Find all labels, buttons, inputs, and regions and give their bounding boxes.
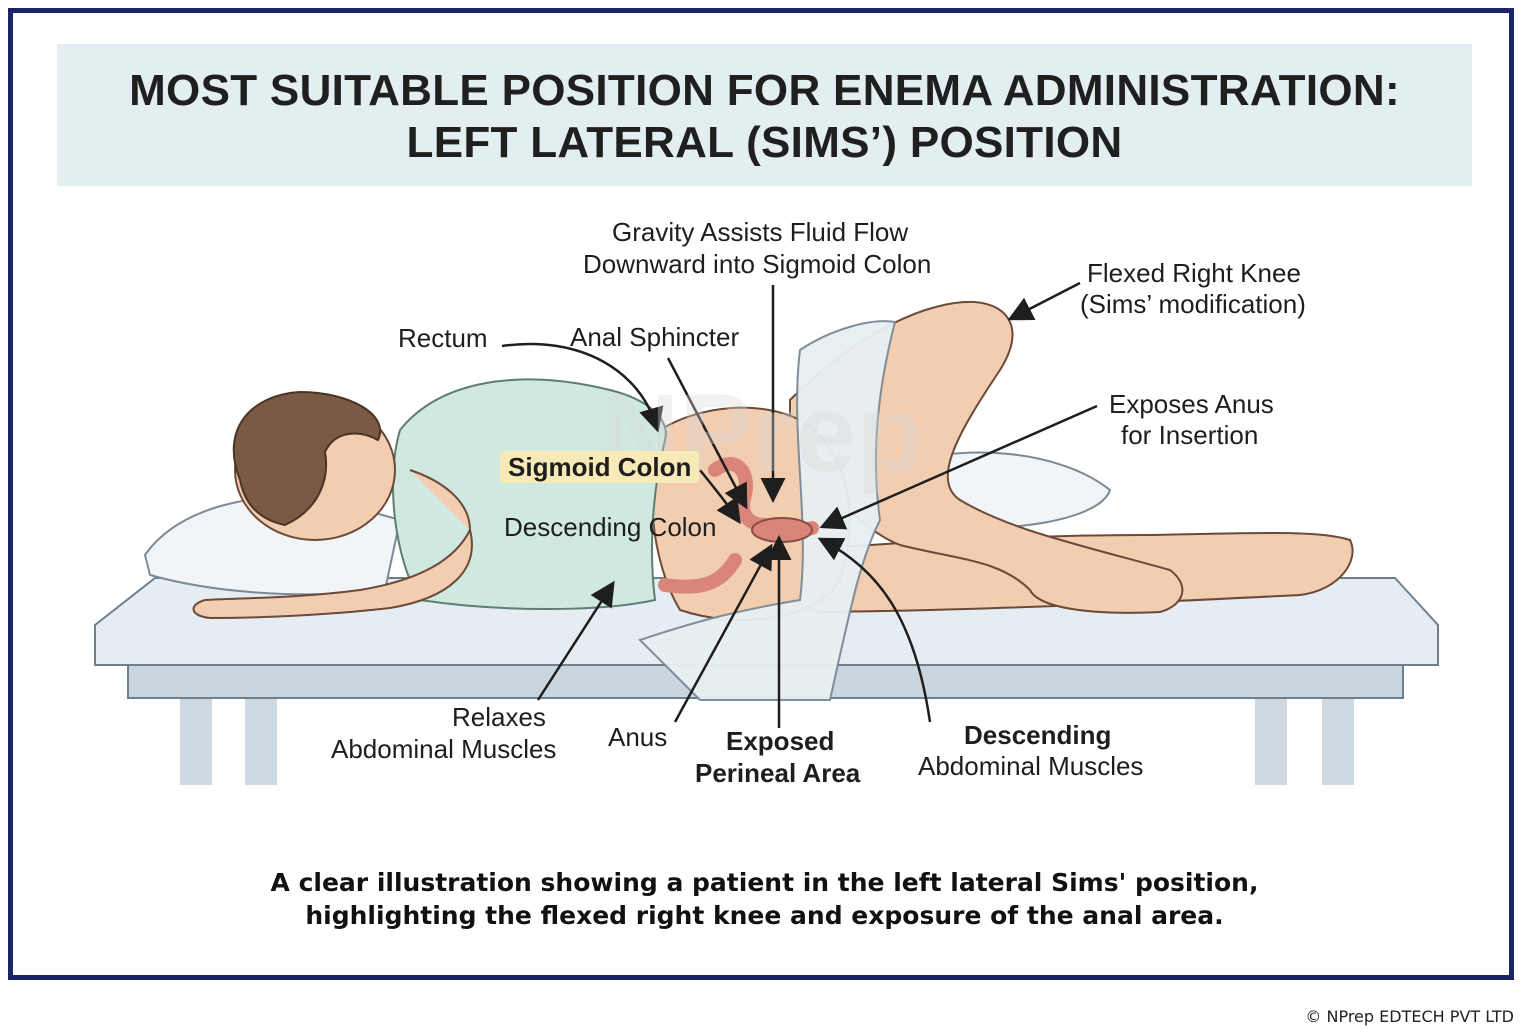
label-arrows (501, 281, 1098, 728)
label-sigmoid-colon: Sigmoid Colon (500, 451, 700, 483)
title-line-1: MOST SUITABLE POSITION FOR ENEMA ADMINIS… (129, 66, 1400, 115)
flexed-right-leg (789, 300, 1184, 614)
title-banner (57, 44, 1472, 186)
label-desc-abd-line-1: Descending (964, 720, 1112, 750)
figure-caption: A clear illustration showing a patient i… (57, 866, 1472, 932)
anal-opening (751, 517, 813, 543)
patient-head (232, 390, 396, 541)
label-exposes-line-2: for Insertion (1121, 420, 1259, 450)
label-rectum: Rectum (398, 323, 488, 353)
copyright-notice: © NPrep EDTECH PVT LTD (1305, 1007, 1514, 1026)
label-descending-colon: Descending Colon (504, 512, 717, 542)
label-desc-abd-line-2: Abdominal Muscles (918, 751, 1144, 781)
label-relaxes-line-2: Abdominal Muscles (331, 734, 557, 764)
label-knee-line-2: (Sims’ modification) (1080, 289, 1306, 319)
resting-arm (192, 469, 473, 620)
label-perineal-line-1: Exposed (726, 726, 835, 756)
label-gravity-line-1: Gravity Assists Fluid Flow (612, 217, 909, 247)
title-line-2: LEFT LATERAL (SIMS’) POSITION (406, 118, 1123, 167)
drape-sheet (638, 320, 897, 701)
label-knee-line-1: Flexed Right Knee (1087, 258, 1301, 288)
label-anus: Anus (608, 722, 668, 752)
label-perineal-line-2: Perineal Area (695, 758, 861, 788)
label-exposes-line-1: Exposes Anus (1109, 389, 1274, 419)
label-anal-sphincter: Anal Sphincter (570, 322, 740, 352)
caption-line-1: A clear illustration showing a patient i… (270, 868, 1259, 897)
caption-line-2: highlighting the flexed right knee and e… (305, 901, 1224, 930)
label-relaxes-line-1: Relaxes (452, 702, 546, 732)
label-gravity-line-2: Downward into Sigmoid Colon (583, 249, 932, 279)
